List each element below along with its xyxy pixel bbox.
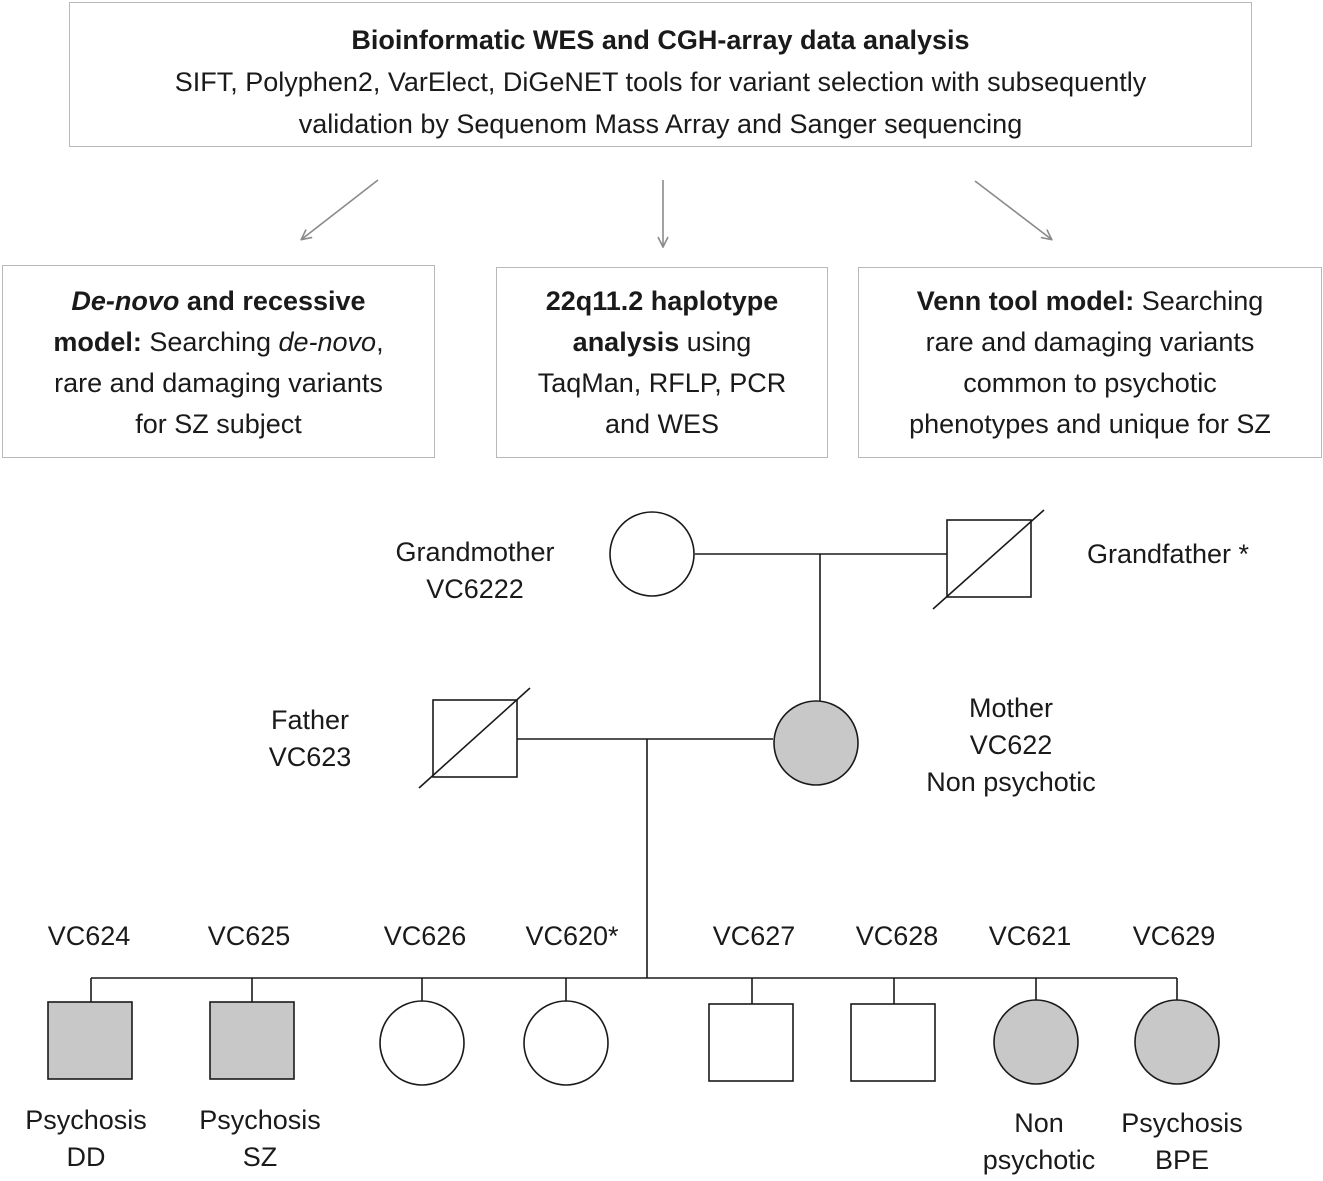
child-2-phenotype-l2: SZ xyxy=(242,1142,278,1172)
venn-line-3: common to psychotic xyxy=(963,368,1217,398)
child-7-phenotype-l2: psychotic xyxy=(982,1145,1096,1175)
child-8-symbol xyxy=(1134,999,1220,1085)
father-deceased-slash xyxy=(418,687,531,789)
haplo-using: using xyxy=(679,327,752,357)
denovo-comma: , xyxy=(376,327,384,357)
child-1-symbol xyxy=(47,1001,133,1080)
haplo-line-3: TaqMan, RFLP, PCR xyxy=(537,368,787,398)
venn-title: Venn tool model: xyxy=(916,286,1135,316)
child-8-phenotype-l2: BPE xyxy=(1154,1145,1210,1175)
denovo-title-italic: De-novo xyxy=(71,286,180,316)
grandmother-role: Grandmother xyxy=(395,537,555,567)
denovo-line-4: for SZ subject xyxy=(135,409,302,439)
child-1-id: VC624 xyxy=(47,921,131,951)
denovo-model-box: De-novo and recessive model: Searching d… xyxy=(2,265,435,458)
child-7-symbol xyxy=(993,999,1079,1085)
grandfather-label: Grandfather * xyxy=(1050,536,1286,573)
venn-line-4: phenotypes and unique for SZ xyxy=(909,409,1271,439)
mother-id: VC622 xyxy=(969,730,1053,760)
father-label: Father VC623 xyxy=(225,702,395,776)
denovo-model-label: model: xyxy=(53,327,142,357)
analysis-title: Bioinformatic WES and CGH-array data ana… xyxy=(351,25,970,55)
child-6-symbol xyxy=(850,1003,936,1082)
arrow-left xyxy=(302,179,379,239)
child-4-id: VC620* xyxy=(525,921,619,951)
child-7-id: VC621 xyxy=(988,921,1072,951)
analysis-box: Bioinformatic WES and CGH-array data ana… xyxy=(69,2,1252,147)
mother-symbol xyxy=(773,700,859,786)
haplotype-analysis-box: 22q11.2 haplotype analysis using TaqMan,… xyxy=(496,267,828,458)
grandmother-symbol xyxy=(609,511,695,597)
child-2-id: VC625 xyxy=(207,921,291,951)
venn-searching: Searching xyxy=(1134,286,1264,316)
child-6-id: VC628 xyxy=(855,921,939,951)
child-4-symbol xyxy=(523,1000,609,1086)
child-8-id: VC629 xyxy=(1132,921,1216,951)
child-5-symbol xyxy=(708,1003,794,1082)
denovo-line-3: rare and damaging variants xyxy=(54,368,383,398)
child-7-phenotype: Non psychotic xyxy=(961,1105,1117,1179)
child-2-symbol xyxy=(209,1001,295,1080)
mother-role: Mother xyxy=(968,693,1054,723)
child-7-phenotype-l1: Non xyxy=(1014,1108,1064,1138)
haplo-line-4: and WES xyxy=(604,409,720,439)
child-1-phenotype-l1: Psychosis xyxy=(25,1105,147,1135)
denovo-italic: de-novo xyxy=(278,327,377,357)
child-3-symbol xyxy=(379,1000,465,1086)
child-1-phenotype: Psychosis DD xyxy=(6,1102,166,1176)
grandmother-label: Grandmother VC6222 xyxy=(375,534,575,608)
venn-line-2: rare and damaging variants xyxy=(925,327,1255,357)
grandfather-deceased-slash xyxy=(932,509,1045,610)
analysis-line-2: validation by Sequenom Mass Array and Sa… xyxy=(298,109,1023,139)
analysis-line-1: SIFT, Polyphen2, VarElect, DiGeNET tools… xyxy=(174,67,1147,97)
haplo-analysis-label: analysis xyxy=(572,327,680,357)
child-8-phenotype-l1: Psychosis xyxy=(1121,1108,1243,1138)
mother-status: Non psychotic xyxy=(926,767,1096,797)
child-2-phenotype: Psychosis SZ xyxy=(180,1102,340,1176)
child-5-id: VC627 xyxy=(712,921,796,951)
grandfather-role: Grandfather * xyxy=(1086,539,1250,569)
father-role: Father xyxy=(270,705,350,735)
haplo-title: 22q11.2 haplotype xyxy=(545,286,779,316)
child-2-phenotype-l1: Psychosis xyxy=(199,1105,321,1135)
denovo-text: Searching xyxy=(141,327,279,357)
mother-label: Mother VC622 Non psychotic xyxy=(896,690,1126,801)
child-8-phenotype: Psychosis BPE xyxy=(1107,1105,1257,1179)
denovo-title-bold: and recessive xyxy=(179,286,366,316)
child-3-id: VC626 xyxy=(383,921,467,951)
venn-model-box: Venn tool model: Searching rare and dama… xyxy=(858,267,1322,458)
child-1-phenotype-l2: DD xyxy=(66,1142,106,1172)
father-id: VC623 xyxy=(268,742,352,772)
grandmother-id: VC6222 xyxy=(426,574,524,604)
arrow-right xyxy=(974,180,1051,239)
